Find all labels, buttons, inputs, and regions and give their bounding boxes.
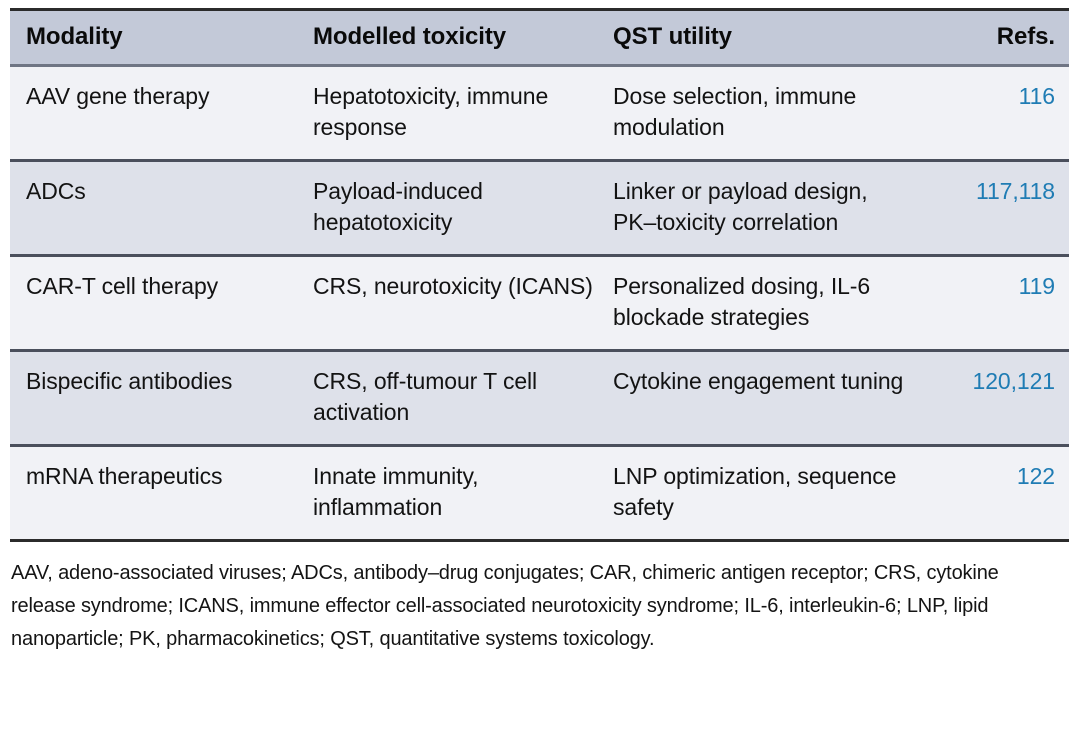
cell-modelled-toxicity: CRS, off-tumour T cell activation xyxy=(313,350,613,447)
cell-modelled-toxicity: Hepatotoxicity, immune response xyxy=(313,65,613,162)
cell-modelled-toxicity: Innate immunity, inflammation xyxy=(313,445,613,542)
column-header-modality: Modality xyxy=(10,8,313,67)
cell-qst-utility: Linker or payload design, PK–toxicity co… xyxy=(613,160,922,257)
table-row: ADCs Payload-induced hepatotoxicity Link… xyxy=(10,160,1069,257)
table-body: AAV gene therapy Hepatotoxicity, immune … xyxy=(10,65,1069,542)
cell-refs[interactable]: 117,118 xyxy=(922,160,1069,257)
table-footnote: AAV, adeno-associated viruses; ADCs, ant… xyxy=(11,562,999,650)
cell-qst-utility: Dose selection, immune modulation xyxy=(613,65,922,162)
column-header-refs: Refs. xyxy=(922,8,1069,67)
cell-qst-utility: Personalized dosing, IL-6 blockade strat… xyxy=(613,255,922,352)
table-row: Bispecific antibodies CRS, off-tumour T … xyxy=(10,350,1069,447)
modality-toxicity-table: Modality Modelled toxicity QST utility R… xyxy=(10,8,1069,542)
cell-refs[interactable]: 119 xyxy=(922,255,1069,352)
header-row: Modality Modelled toxicity QST utility R… xyxy=(10,8,1069,67)
cell-modelled-toxicity: Payload-induced hepatotoxicity xyxy=(313,160,613,257)
cell-qst-utility: Cytokine engagement tuning xyxy=(613,350,922,447)
cell-modality: Bispecific antibodies xyxy=(10,350,313,447)
cell-modality: CAR-T cell therapy xyxy=(10,255,313,352)
table-row: AAV gene therapy Hepatotoxicity, immune … xyxy=(10,65,1069,162)
table-row: mRNA therapeutics Innate immunity, infla… xyxy=(10,445,1069,542)
table-row: CAR-T cell therapy CRS, neurotoxicity (I… xyxy=(10,255,1069,352)
cell-modelled-toxicity: CRS, neurotoxicity (ICANS) xyxy=(313,255,613,352)
cell-modality: ADCs xyxy=(10,160,313,257)
cell-modality: mRNA therapeutics xyxy=(10,445,313,542)
column-header-qst-utility: QST utility xyxy=(613,8,922,67)
column-header-modelled-toxicity: Modelled toxicity xyxy=(313,8,613,67)
cell-refs[interactable]: 122 xyxy=(922,445,1069,542)
cell-refs[interactable]: 120,121 xyxy=(922,350,1069,447)
cell-refs[interactable]: 116 xyxy=(922,65,1069,162)
table-header: Modality Modelled toxicity QST utility R… xyxy=(10,8,1069,67)
cell-modality: AAV gene therapy xyxy=(10,65,313,162)
cell-qst-utility: LNP optimization, sequence safety xyxy=(613,445,922,542)
